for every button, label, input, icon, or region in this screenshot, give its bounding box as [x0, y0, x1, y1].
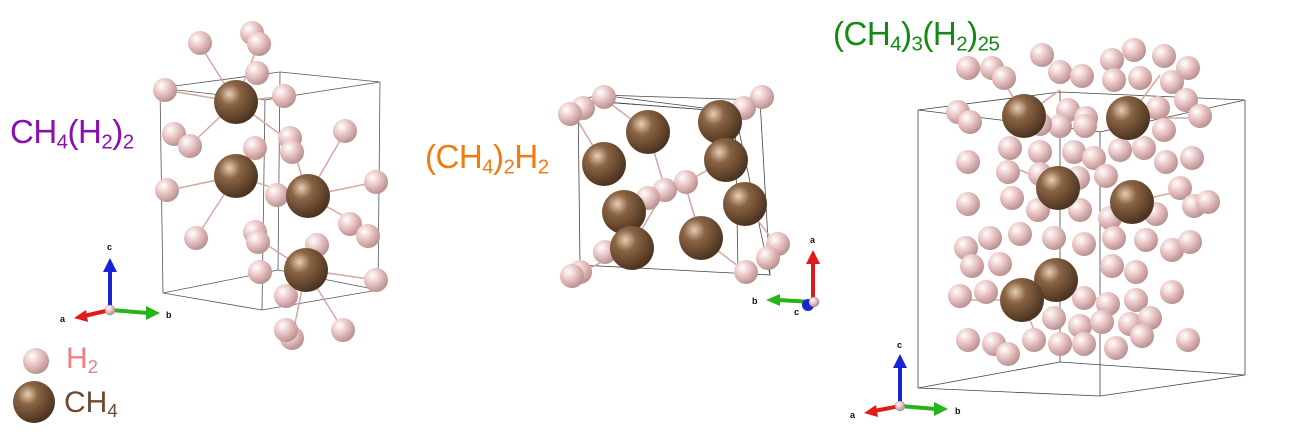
h2-atoms — [558, 85, 790, 288]
axis-label-c-3: c — [897, 340, 902, 350]
axis-label-b-3: b — [955, 406, 961, 416]
axis-label-a-2: a — [810, 235, 816, 245]
legend-h2-marker — [23, 348, 49, 374]
structure-ch4-h2-2 — [153, 21, 388, 350]
axis-label-c-1: c — [107, 242, 112, 252]
h2-atoms — [946, 38, 1220, 366]
structure-ch4-2-h2 — [558, 85, 790, 288]
structure-label-3: (CH4)3(H2)25 — [833, 15, 1000, 56]
axis-label-a-1: a — [60, 314, 66, 324]
axes-triad-2: a b c — [752, 235, 820, 317]
axes-triad-3: c b a — [850, 340, 961, 420]
legend-h2-label: H2 — [66, 342, 99, 378]
axis-label-a-3: a — [850, 410, 856, 420]
ch4-atoms — [214, 80, 330, 292]
structure-label-1: CH4(H2)2 — [10, 113, 134, 154]
ch4-atoms — [582, 100, 767, 270]
axis-label-b-2: b — [752, 296, 758, 306]
axis-label-b-1: b — [166, 310, 172, 320]
h2-atoms — [153, 21, 388, 350]
legend-markers — [13, 348, 55, 423]
ch4-atoms — [1000, 94, 1154, 322]
legend-ch4-label: CH4 — [64, 386, 118, 422]
axis-label-c-2: c — [794, 307, 799, 317]
structure-ch4-3-h2-25 — [917, 38, 1246, 397]
structure-label-2: (CH4)2H2 — [425, 138, 549, 179]
axes-triad-1: c b a — [60, 242, 172, 324]
legend-ch4-marker — [13, 381, 55, 423]
